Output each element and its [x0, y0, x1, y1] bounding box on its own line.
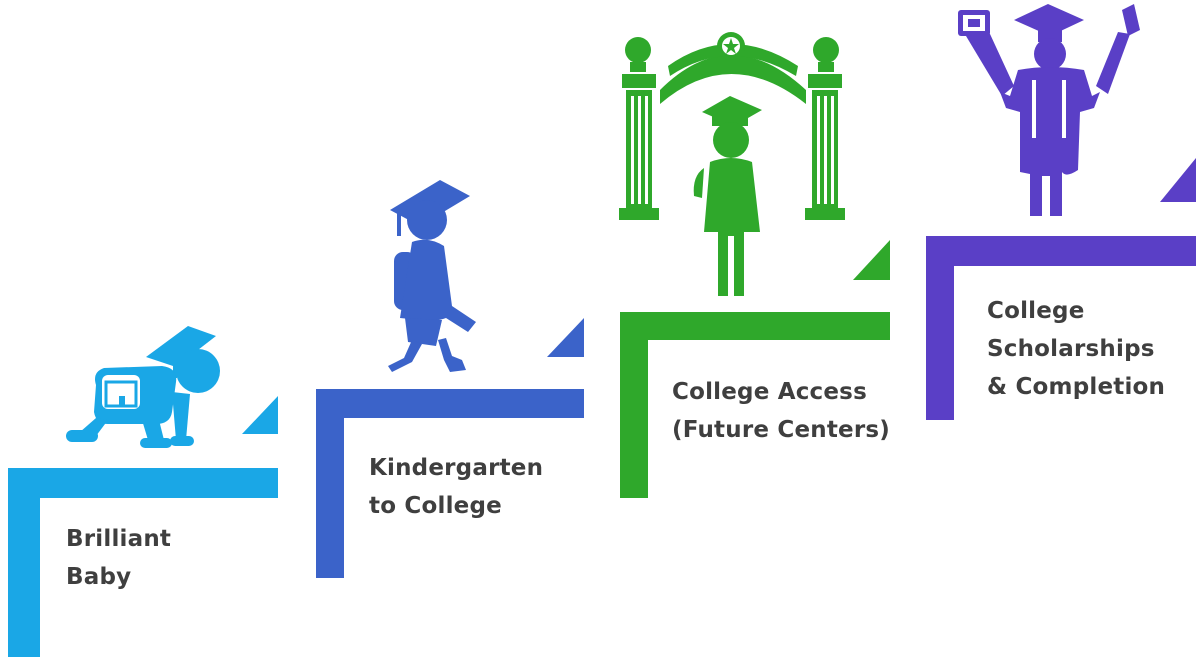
step-4-label-line-1: College: [987, 298, 1085, 324]
step-2-kindergarten-to-college: [316, 180, 584, 578]
student-under-arch-icon: [619, 32, 845, 296]
step-2-bracket: [316, 389, 584, 578]
step-2-corner-triangle: [547, 318, 584, 357]
step-1-corner-triangle: [242, 396, 278, 434]
step-2-label-line-2: to College: [369, 493, 502, 519]
walking-student-graduate-icon: [388, 180, 476, 372]
step-3-corner-triangle: [853, 240, 890, 280]
crawling-baby-graduate-icon: [66, 326, 220, 448]
step-1-brilliant-baby: [8, 326, 278, 657]
step-1-bracket: [8, 468, 278, 657]
step-4-college-scholarships: [926, 4, 1196, 420]
step-4-label-line-3: & Completion: [987, 374, 1166, 400]
step-4-label-line-2: Scholarships: [987, 336, 1155, 362]
step-4-bracket: [926, 236, 1196, 420]
step-3-bracket: [620, 312, 890, 498]
step-4-label: College Scholarships & Completion: [987, 292, 1165, 406]
step-2-label: Kindergarten to College: [369, 449, 543, 525]
step-2-label-line-1: Kindergarten: [369, 455, 544, 481]
step-1-label-line-2: Baby: [66, 564, 132, 590]
step-3-label-line-1: College Access: [672, 379, 867, 405]
step-1-label-line-1: Brilliant: [66, 526, 172, 552]
step-4-corner-triangle: [1160, 158, 1196, 202]
step-3-label-line-2: (Future Centers): [672, 417, 890, 443]
step-3-college-access: [619, 32, 890, 498]
celebrating-graduate-icon: [958, 4, 1140, 216]
step-1-label: Brilliant Baby: [66, 520, 171, 596]
step-3-label: College Access (Future Centers): [672, 373, 890, 449]
